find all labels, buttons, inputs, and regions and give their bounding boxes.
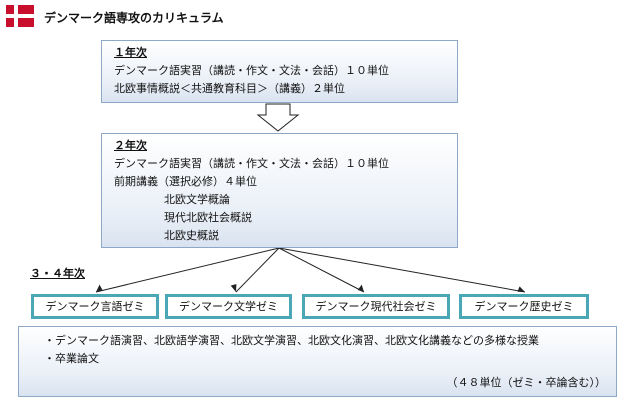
year2-line: 前期講義（選択必修）４単位 (114, 175, 257, 188)
seminar-language: デンマーク言語ゼミ (31, 294, 159, 319)
year2-elective: 現代北欧社会概説 (164, 211, 252, 224)
year34-line: ・デンマーク語演習、北欧語学演習、北欧文学演習、北欧文化演習、北欧文化講義などの… (44, 334, 539, 347)
year2-elective: 北欧史概説 (164, 229, 219, 242)
page-title: デンマーク語専攻のカリキュラム (44, 11, 224, 25)
seminar-modern-society: デンマーク現代社会ゼミ (302, 294, 450, 319)
branch-arrowheads (96, 284, 525, 292)
danish-flag-icon (6, 5, 34, 27)
year2-heading: ２年次 (114, 139, 147, 152)
credit-total: （４８単位（ゼミ・卒論含む）） (446, 376, 607, 389)
year2-line: デンマーク語実習（講読・作文・文法・会話）１０単位 (114, 157, 389, 170)
seminar-history: デンマーク歴史ゼミ (459, 294, 589, 319)
down-block-arrow (256, 103, 300, 132)
year34-heading: ３・４年次 (30, 267, 85, 280)
year1-line: デンマーク語実習（講読・作文・文法・会話）１０単位 (114, 64, 389, 77)
year2-box: ２年次 デンマーク語実習（講読・作文・文法・会話）１０単位 前期講義（選択必修）… (101, 133, 458, 248)
branch-lines (95, 247, 526, 293)
year34-line: ・卒業論文 (44, 352, 99, 365)
year1-heading: １年次 (114, 46, 147, 59)
year2-elective: 北欧文学概論 (164, 193, 230, 206)
year1-box: １年次 デンマーク語実習（講読・作文・文法・会話）１０単位 北欧事情概説＜共通教… (101, 40, 458, 103)
year34-courses-box: ・デンマーク語演習、北欧語学演習、北欧文学演習、北欧文化演習、北欧文化講義などの… (18, 326, 617, 397)
seminar-literature: デンマーク文学ゼミ (165, 294, 292, 319)
year1-line: 北欧事情概説＜共通教育科目＞（講義）２単位 (114, 82, 345, 95)
